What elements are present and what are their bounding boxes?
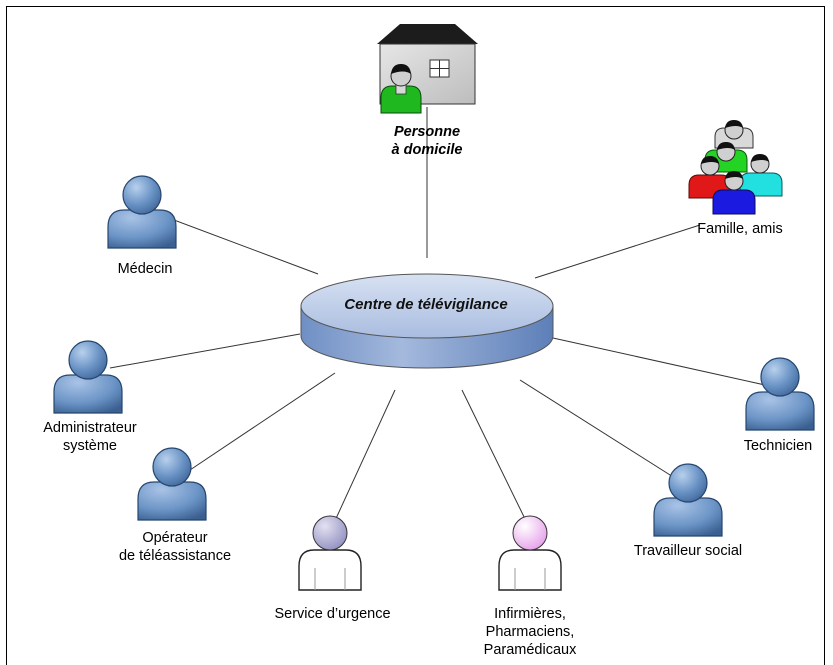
doctor-person-icon [107, 175, 177, 249]
operator-label-line1: Opérateur [142, 530, 208, 546]
line-nurses [461, 389, 529, 526]
nurses-label-line1: Infirmières, [494, 606, 566, 622]
operator-person-icon [137, 447, 207, 521]
social-worker-label: Travailleur social [633, 543, 743, 559]
technician-label: Technicien [743, 438, 813, 454]
home-label-line2: à domicile [391, 142, 463, 158]
family-label: Famille, amis [697, 221, 783, 237]
social-worker-person-icon [653, 463, 723, 537]
diagram-frame [6, 6, 825, 665]
technician-person-icon [745, 357, 815, 431]
home-label-line1: Personne [393, 124, 461, 140]
line-social [519, 379, 679, 481]
admin-label-line2: système [63, 438, 117, 454]
nurses-label: Infirmières, Pharmaciens, Paramédicaux [460, 605, 600, 659]
group-icon [688, 120, 783, 215]
doctor-label: Médecin [117, 261, 173, 277]
line-technician [552, 337, 766, 386]
line-emergency [332, 389, 396, 526]
emergency-person-icon [298, 515, 362, 591]
nurses-person-icon [498, 515, 562, 591]
televigilance-hub [300, 273, 554, 369]
nurses-label-line3: Paramédicaux [483, 642, 577, 658]
admin-label: Administrateur système [20, 419, 160, 455]
home-label: Personne à domicile [372, 123, 482, 159]
admin-person-icon [53, 340, 123, 414]
line-family [534, 224, 701, 279]
line-operator [189, 372, 336, 471]
admin-label-line1: Administrateur [43, 420, 137, 436]
resident-icon [380, 64, 422, 114]
nurses-label-line2: Pharmaciens, [485, 624, 575, 640]
hub-label: Centre de télévigilance [344, 296, 508, 313]
line-admin [109, 333, 301, 369]
operator-label-line2: de téléassistance [118, 548, 232, 564]
emergency-label: Service d’urgence [274, 606, 391, 622]
operator-label: Opérateur de téléassistance [100, 529, 250, 565]
